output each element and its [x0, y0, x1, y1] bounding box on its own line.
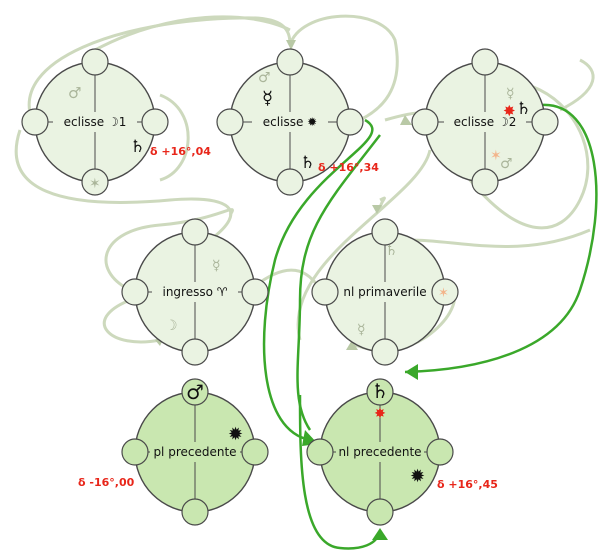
mars-icon: ♂: [500, 156, 513, 172]
faint-link-3: [94, 15, 291, 52]
port-bottom[interactable]: [366, 498, 394, 526]
faint-link-6: [104, 208, 234, 292]
node-label: eclisse ☽1: [64, 115, 127, 129]
port-top[interactable]: [181, 378, 209, 406]
port-top[interactable]: [471, 48, 499, 76]
node-label-bg: [444, 112, 526, 132]
arrowhead-2: [405, 364, 418, 380]
port-left[interactable]: [21, 108, 49, 136]
port-bottom[interactable]: [471, 168, 499, 196]
port-bottom[interactable]: [371, 338, 399, 366]
port-left[interactable]: [306, 438, 334, 466]
node-label: nl primaverile: [343, 285, 426, 299]
saturn-icon: ♄: [130, 137, 145, 157]
port-top[interactable]: [366, 378, 394, 406]
port-bottom[interactable]: [81, 168, 109, 196]
port-left[interactable]: [121, 438, 149, 466]
node-nl-primaverile[interactable]: nl primaverile ♄ ✶ ☿: [311, 218, 459, 366]
faint-link-7: [102, 298, 161, 344]
port-right[interactable]: [336, 108, 364, 136]
mars-icon: ♂: [68, 84, 81, 102]
node-eclisse-moon-2[interactable]: eclisse ☽2 ✸ ♄ ☿ ✶ ♂: [411, 48, 559, 196]
port-left[interactable]: [121, 278, 149, 306]
port-right[interactable]: [141, 108, 169, 136]
port-top[interactable]: [81, 48, 109, 76]
active-connectors: [262, 103, 598, 550]
sextile-icon: ✶: [438, 286, 449, 301]
declination-label: δ -16°,00: [78, 476, 135, 489]
port-left[interactable]: [216, 108, 244, 136]
sun-icon: ✹: [410, 466, 425, 487]
mars-icon: ♂: [186, 380, 204, 404]
faint-arrowhead-6: [400, 115, 412, 125]
port-right[interactable]: [241, 278, 269, 306]
node-eclisse-moon-1[interactable]: eclisse ☽1 ♂ ✶ ♄ δ +16°,04: [21, 48, 211, 196]
node-label: ingresso ♈: [162, 285, 227, 299]
port-left[interactable]: [411, 108, 439, 136]
node-label-bg: [336, 442, 424, 462]
moon-icon: ☽: [165, 318, 178, 334]
node-label-bg: [152, 282, 238, 302]
declination-label: δ +16°,34: [318, 161, 379, 174]
faint-arrowhead-3: [372, 205, 382, 214]
faint-arrowhead-1: [286, 40, 296, 50]
port-left[interactable]: [311, 278, 339, 306]
mercury-icon: ☿: [212, 258, 221, 274]
port-right[interactable]: [531, 108, 559, 136]
port-bottom[interactable]: [181, 338, 209, 366]
faint-link-4: [288, 14, 399, 122]
green-link-sun-to-nl-precedente: [262, 118, 374, 442]
node-ingresso-aries[interactable]: ingresso ♈ ☿ ☽: [121, 218, 269, 366]
port-bottom[interactable]: [181, 498, 209, 526]
faint-link-15: [559, 58, 595, 112]
sextile-icon: ✶: [89, 176, 101, 192]
declination-label: δ +16°,45: [437, 478, 498, 491]
node-label-bg: [150, 442, 240, 462]
node-label: pl precedente: [153, 445, 236, 459]
port-right[interactable]: [426, 438, 454, 466]
red-star-icon: ✸: [374, 406, 386, 422]
saturn-icon: ♄: [516, 99, 531, 119]
faint-link-12: [409, 228, 591, 249]
node-pl-precedente[interactable]: pl precedente ♂ ✹ δ -16°,00: [78, 378, 269, 526]
port-top[interactable]: [181, 218, 209, 246]
port-top[interactable]: [371, 218, 399, 246]
port-bottom[interactable]: [276, 168, 304, 196]
node-label: eclisse ✹: [263, 115, 317, 129]
saturn-icon: ♄: [371, 379, 389, 403]
node-label-bg: [53, 112, 137, 132]
green-link-eclisse-sun-to-saturn: [296, 134, 381, 431]
node-eclisse-sun[interactable]: eclisse ✹ ☿ ♂ ♄ δ +16°,34: [216, 48, 379, 196]
mercury-icon: ☿: [262, 88, 273, 109]
green-link-mars-to-nl-precedente: [298, 394, 382, 550]
faint-link-5: [159, 93, 190, 182]
node-label: eclisse ☽2: [454, 115, 517, 129]
green-link-saturn-to-nl-precedente: [404, 103, 598, 374]
node-nl-precedente[interactable]: nl precedente ♄ ✸ ✹ δ +16°,45: [306, 378, 498, 526]
sextile-icon: ✶: [490, 148, 502, 164]
sun-icon: ✹: [228, 424, 243, 445]
mars-icon: ♂: [258, 70, 271, 86]
port-right[interactable]: [241, 438, 269, 466]
node-label-bg: [338, 282, 432, 302]
arrowhead-3: [372, 528, 388, 540]
mercury-icon: ☿: [506, 86, 515, 102]
saturn-icon: ♄: [385, 243, 398, 259]
port-right[interactable]: [431, 278, 459, 306]
node-label-bg: [252, 112, 328, 132]
node-label: nl precedente: [338, 445, 421, 459]
declination-label: δ +16°,04: [150, 145, 211, 158]
faint-arrowhead-4: [346, 340, 358, 350]
saturn-icon: ♄: [300, 153, 315, 173]
port-top[interactable]: [276, 48, 304, 76]
mercury-icon: ☿: [357, 322, 366, 338]
red-star-icon: ✸: [503, 102, 516, 120]
